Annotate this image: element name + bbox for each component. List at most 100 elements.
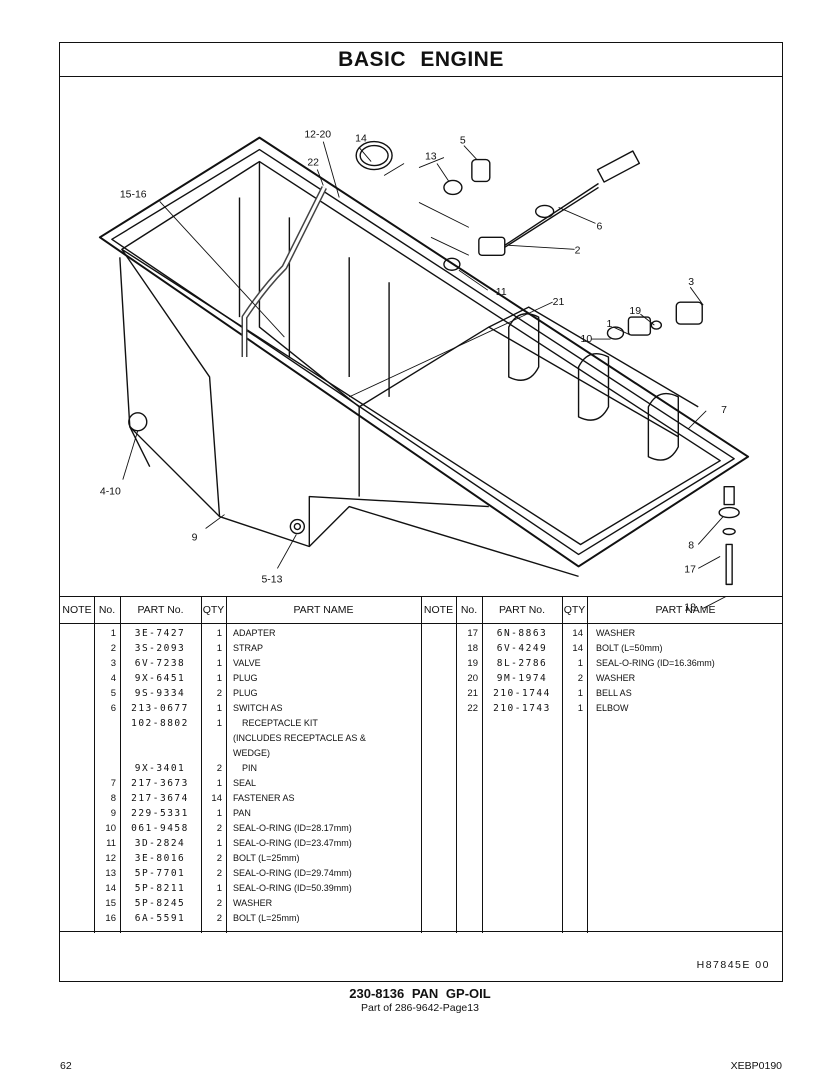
callout-5: 5: [460, 136, 466, 147]
col-divider: [226, 596, 227, 933]
part-quantity: 2: [216, 688, 222, 699]
part-quantity: 1: [216, 658, 222, 669]
callout-7: 7: [721, 405, 727, 416]
part-number: 3E-8016: [134, 853, 186, 864]
part-quantity: 1: [216, 778, 222, 789]
part-number-index: 6: [110, 703, 116, 714]
part-number-index: 17: [467, 628, 478, 639]
part-name: BOLT (L=25mm): [233, 853, 300, 863]
part-quantity: 1: [577, 658, 583, 669]
header-note-right: NOTE: [423, 604, 454, 616]
part-name: RECEPTACLE KIT: [242, 718, 318, 728]
callout-17: 17: [684, 564, 696, 575]
part-quantity: 14: [572, 643, 583, 654]
part-number-index: 18: [467, 643, 478, 654]
part-quantity: 14: [572, 628, 583, 639]
part-quantity: 1: [216, 838, 222, 849]
part-number-index: 21: [467, 688, 478, 699]
callout-9: 9: [192, 532, 198, 543]
part-quantity: 1: [216, 643, 222, 654]
part-number: 9M-1974: [496, 673, 548, 684]
part-number: 213-0677: [131, 703, 189, 714]
part-number: 217-3674: [131, 793, 189, 804]
part-quantity: 2: [216, 763, 222, 774]
part-name: FASTENER AS: [233, 793, 295, 803]
header-no: No.: [98, 604, 116, 616]
part-number: 9S-9334: [134, 688, 186, 699]
part-quantity: 1: [216, 883, 222, 894]
part-name: SWITCH AS: [233, 703, 283, 713]
col-divider: [482, 596, 483, 933]
callout-1: 1: [606, 319, 612, 330]
part-quantity: 2: [577, 673, 583, 684]
callout-2: 2: [575, 245, 581, 256]
callout-14: 14: [355, 134, 367, 145]
part-name: SEAL-O-RING (ID=28.17mm): [233, 823, 352, 833]
part-number-index: 12: [105, 853, 116, 864]
callout-4-10: 4-10: [100, 487, 121, 498]
document-code: XEBP0190: [730, 1060, 782, 1072]
part-quantity: 2: [216, 868, 222, 879]
callout-15-16: 15-16: [120, 189, 147, 200]
part-quantity: 2: [216, 823, 222, 834]
part-number: 5P-7701: [134, 868, 186, 879]
part-number: 8L-2786: [496, 658, 548, 669]
part-number: 210-1743: [493, 703, 551, 714]
part-name: WASHER: [596, 673, 636, 683]
group-subtitle: Part of 286-9642-Page13: [361, 1002, 479, 1014]
parts-page-frame: BASIC ENGINE: [59, 42, 783, 982]
part-name: (INCLUDES RECEPTACLE AS &: [233, 733, 366, 743]
part-quantity: 14: [211, 793, 222, 804]
part-name: PIN: [242, 763, 258, 773]
part-quantity: 1: [216, 808, 222, 819]
part-name: BOLT (L=25mm): [233, 913, 300, 923]
part-quantity: 1: [577, 703, 583, 714]
section-title-bar: BASIC ENGINE: [60, 43, 782, 77]
callout-5-13: 5-13: [261, 574, 282, 585]
part-number: 6V-4249: [496, 643, 548, 654]
page-number: 62: [60, 1060, 72, 1072]
part-name: BELL AS: [596, 688, 632, 698]
callout-10: 10: [581, 334, 593, 345]
table-row: (INCLUDES RECEPTACLE AS &: [60, 731, 784, 746]
col-divider: [421, 596, 422, 933]
part-name: STRAP: [233, 643, 264, 653]
part-number-index: 10: [105, 823, 116, 834]
part-number: 6N-8863: [496, 628, 548, 639]
part-name: ADAPTER: [233, 628, 276, 638]
part-number-index: 7: [110, 778, 116, 789]
oil-pan-illustration: 12-20 14 5 13 22 15-16 6 2 11 21 3 19 1 …: [98, 130, 750, 613]
part-quantity: 1: [577, 688, 583, 699]
part-quantity: 2: [216, 913, 222, 924]
header-note: NOTE: [62, 604, 92, 616]
part-name: SEAL-O-RING (ID=23.47mm): [233, 838, 352, 848]
part-quantity: 1: [216, 628, 222, 639]
header-part-no-right: PART No.: [498, 604, 546, 616]
col-divider: [562, 596, 563, 933]
callout-21: 21: [553, 297, 565, 308]
header-qty-right: QTY: [563, 604, 586, 616]
part-number-index: 2: [110, 643, 116, 654]
group-title: 230-8136 PAN GP-OIL: [349, 986, 491, 1001]
part-number-index: 5: [110, 688, 116, 699]
part-name: PLUG: [233, 688, 258, 698]
table-bottom-rule: [60, 931, 782, 932]
part-number: 5P-8211: [134, 883, 186, 894]
part-number: 102-8802: [131, 718, 189, 729]
table-row: 6 213-0677 1 SWITCH AS: [60, 701, 784, 716]
part-number: 217-3673: [131, 778, 189, 789]
